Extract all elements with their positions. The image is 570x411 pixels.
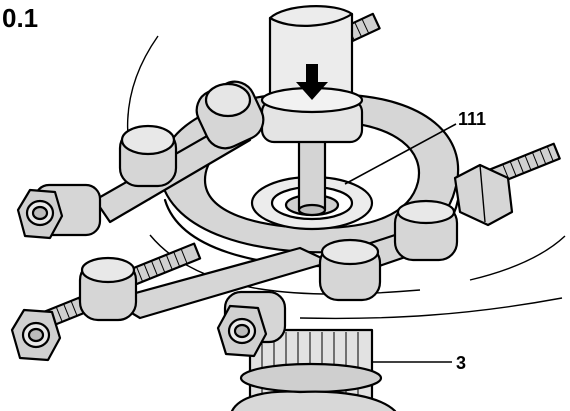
step-number: 0.1 — [2, 3, 38, 33]
front-bottom-nut — [216, 290, 287, 358]
leader-lines — [344, 123, 457, 363]
threaded-rod-right — [453, 142, 561, 227]
callout-3: 3 — [456, 353, 466, 373]
spindle-washer — [250, 138, 374, 231]
front-left-blocks — [10, 256, 138, 362]
press-ram — [260, 5, 364, 144]
lower-shaft — [230, 328, 397, 411]
lower-crossbar — [108, 199, 459, 320]
callout-111: 111 — [458, 109, 486, 129]
down-arrow-icon — [296, 64, 328, 100]
left-rear-block — [16, 124, 178, 240]
